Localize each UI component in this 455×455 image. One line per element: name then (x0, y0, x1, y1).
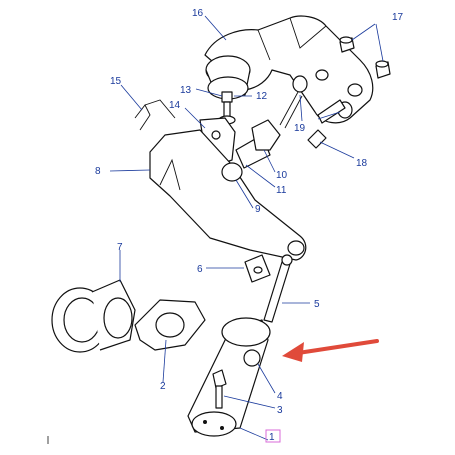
callout-13: 13 (180, 85, 192, 96)
highlight-arrow (282, 339, 379, 362)
part-4-seal (243, 349, 261, 367)
part-9-bush (221, 162, 243, 182)
leader-2 (162, 339, 167, 383)
callout-3: 3 (277, 405, 283, 416)
leader-16 (204, 15, 227, 41)
callout-19: 19 (294, 123, 306, 134)
callout-1: 1 (269, 432, 275, 443)
leader-19a (299, 94, 303, 122)
callout-14: 14 (169, 100, 181, 111)
callout-9: 9 (255, 204, 261, 215)
part-1-master-cylinder (187, 317, 271, 437)
callout-2: 2 (160, 381, 166, 392)
callout-7: 7 (117, 242, 123, 253)
part-6-pin (244, 254, 271, 283)
leader-3 (223, 395, 276, 409)
part-17-bushes (339, 36, 391, 79)
leader-17a (351, 23, 376, 41)
leader-11 (245, 164, 276, 188)
leader-10 (263, 149, 276, 173)
leader-13 (195, 88, 223, 97)
leader-4 (257, 363, 276, 394)
part-15-spring (134, 99, 176, 131)
callout-4: 4 (277, 391, 283, 402)
leader-8 (109, 169, 151, 172)
part-5-pushrod (263, 254, 293, 323)
part-10-nut (251, 119, 281, 151)
callout-10: 10 (276, 170, 288, 181)
leader-14 (184, 107, 206, 129)
part-3-bolt (212, 369, 227, 409)
part-16-pedal-bracket (204, 15, 374, 124)
callout-15: 15 (110, 76, 122, 87)
leader-19b (317, 111, 341, 120)
callout-6: 6 (197, 264, 203, 275)
callout-12: 12 (256, 91, 268, 102)
callout-5: 5 (314, 299, 320, 310)
callout-16: 16 (192, 8, 204, 19)
leader-18 (319, 141, 355, 159)
callout-18: 18 (356, 158, 368, 169)
leader-1 (239, 427, 269, 441)
callout-17: 17 (392, 12, 404, 23)
part-2-gasket (134, 299, 206, 351)
leader-9 (235, 179, 254, 209)
leader-17b (375, 23, 384, 62)
leader-15 (120, 84, 143, 111)
callout-8: 8 (95, 166, 101, 177)
callout-11: 11 (276, 185, 287, 196)
part-13-bolt (221, 91, 233, 119)
callout-1-highlight-box (265, 429, 281, 443)
part-7-release-bearing (51, 279, 136, 353)
